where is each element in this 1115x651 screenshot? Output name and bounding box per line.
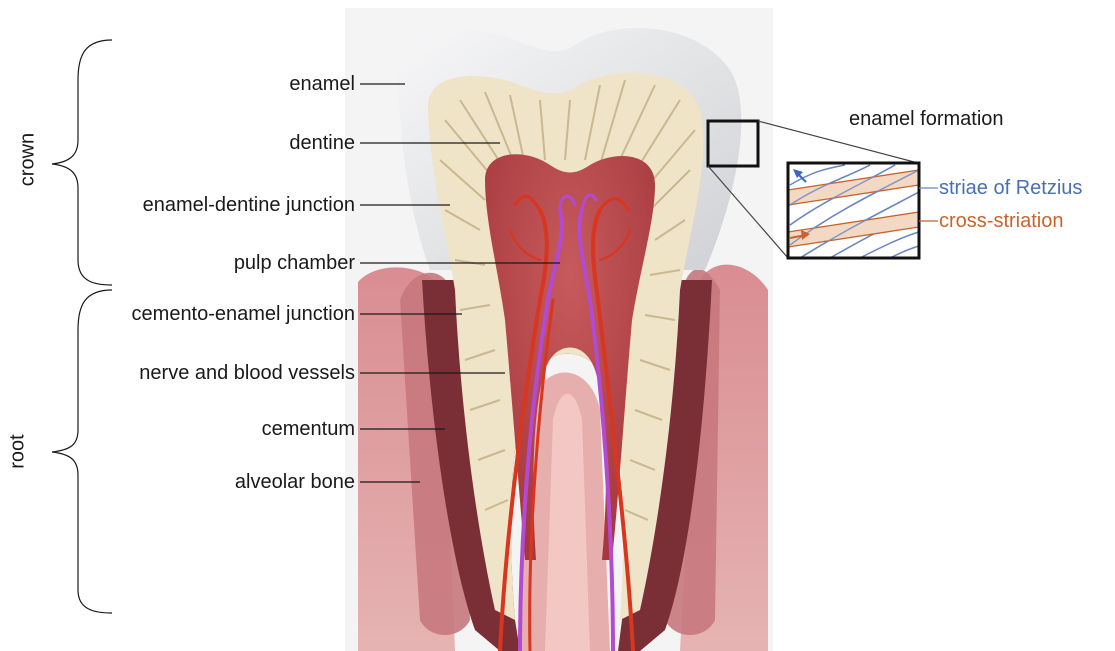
label-cej: cemento-enamel junction	[132, 302, 355, 326]
enamel-formation-inset	[788, 163, 938, 258]
inset-title: enamel formation	[849, 108, 1004, 131]
root-brace	[52, 290, 112, 613]
label-enamel: enamel	[289, 72, 355, 96]
crown-brace	[52, 40, 112, 285]
root-label: root	[7, 432, 30, 472]
label-pulp: pulp chamber	[234, 251, 355, 275]
label-bone: alveolar bone	[235, 470, 355, 494]
label-edj: enamel-dentine junction	[143, 193, 355, 217]
crown-label: crown	[17, 130, 40, 190]
label-cementum: cementum	[262, 417, 355, 441]
label-nerve: nerve and blood vessels	[139, 361, 355, 385]
label-cross-striation: cross-striation	[939, 209, 1063, 233]
label-striae: striae of Retzius	[939, 176, 1082, 200]
label-dentine: dentine	[289, 131, 355, 155]
